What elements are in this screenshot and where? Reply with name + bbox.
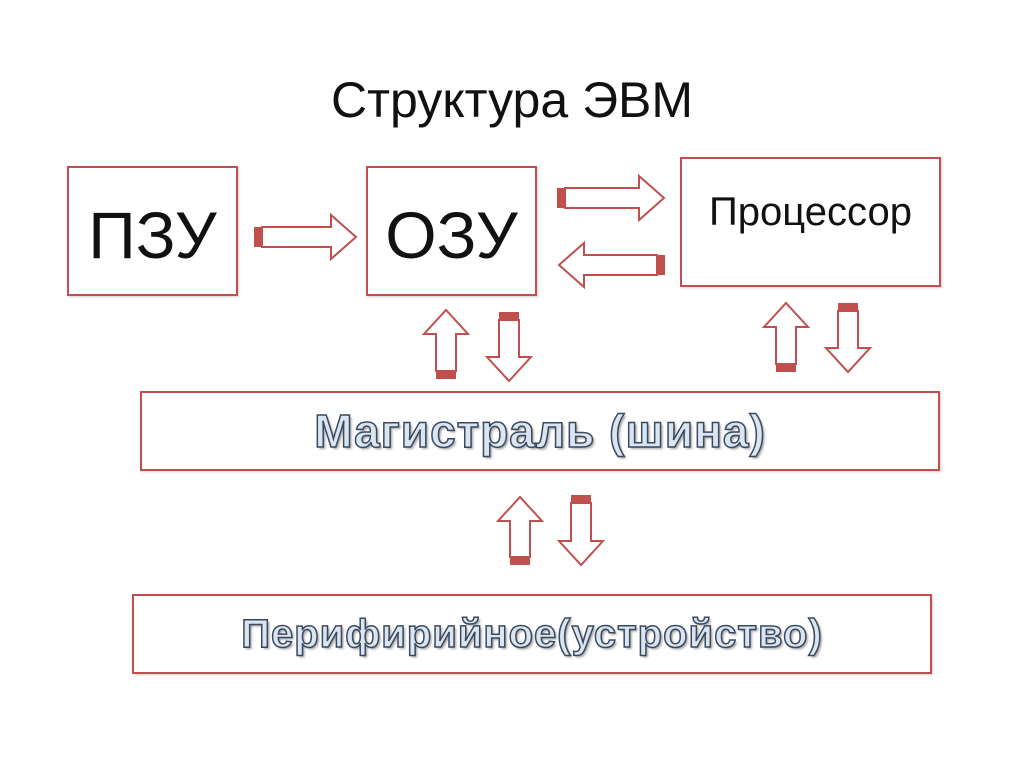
arrow-rom-to-ram (254, 212, 358, 262)
rom-block: ПЗУ (67, 166, 238, 296)
arrow-tail (499, 312, 519, 321)
processor-label: Процессор (709, 190, 912, 234)
arrow-tail (557, 188, 566, 208)
slide-title: Структура ЭВМ (330, 72, 694, 128)
arrow-processor-to-ram (557, 240, 665, 290)
arrow-body (484, 319, 534, 383)
arrow-tail (571, 495, 591, 504)
arrow-body (823, 310, 873, 374)
rom-label: ПЗУ (88, 198, 217, 272)
arrow-body (421, 308, 471, 372)
arrow-body (556, 502, 606, 567)
arrow-peripheral-to-bus (495, 495, 545, 565)
peripheral-block: Перифирийное(устройство) (132, 594, 932, 674)
arrow-tail (254, 227, 263, 247)
arrow-body (261, 212, 358, 262)
arrow-tail (510, 556, 530, 565)
arrow-body (557, 240, 658, 290)
arrow-tail (436, 370, 456, 379)
arrow-bus-to-peripheral (556, 495, 606, 567)
arrow-body (495, 495, 545, 558)
ram-block: ОЗУ (366, 166, 537, 296)
arrow-tail (776, 363, 796, 372)
ram-label: ОЗУ (385, 198, 518, 272)
arrow-tail (656, 255, 665, 275)
arrow-bus-to-processor (761, 301, 811, 372)
arrow-processor-to-bus (823, 303, 873, 374)
arrow-tail (838, 303, 858, 312)
bus-block: Магистраль (шина) (140, 391, 940, 471)
arrow-body (761, 301, 811, 365)
arrow-body (564, 173, 666, 223)
bus-label: Магистраль (шина) (313, 404, 766, 458)
arrow-bus-to-ram (421, 308, 471, 379)
arrow-ram-to-bus (484, 312, 534, 383)
arrow-ram-to-processor (557, 173, 666, 223)
processor-block: Процессор (680, 157, 941, 287)
peripheral-label: Перифирийное(устройство) (240, 611, 823, 657)
